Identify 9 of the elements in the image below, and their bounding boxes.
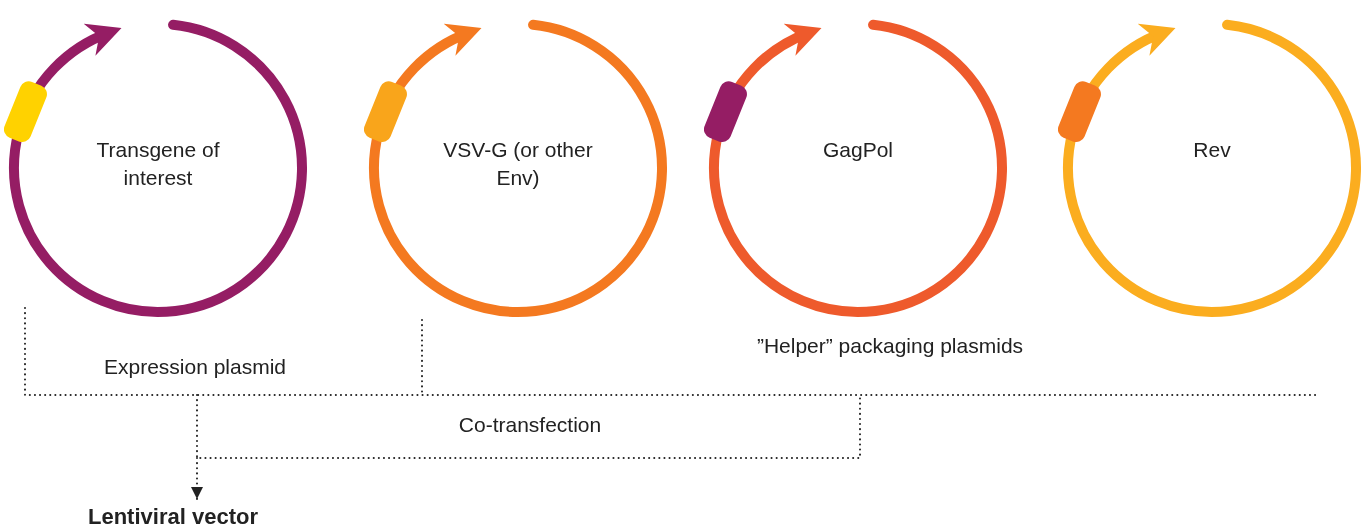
- plasmid-label: GagPol: [821, 137, 894, 163]
- plasmid-label: VSV-G (or other Env): [442, 137, 594, 191]
- result-label: Lentiviral vector: [88, 503, 259, 531]
- plasmid-label: Rev: [1192, 137, 1232, 163]
- plasmid-label: Transgene of interest: [95, 137, 221, 191]
- group-label: Co-transfection: [458, 412, 602, 438]
- group-label: ”Helper” packaging plasmids: [756, 333, 1024, 359]
- group-label: Expression plasmid: [103, 354, 287, 380]
- arrow: [191, 457, 203, 500]
